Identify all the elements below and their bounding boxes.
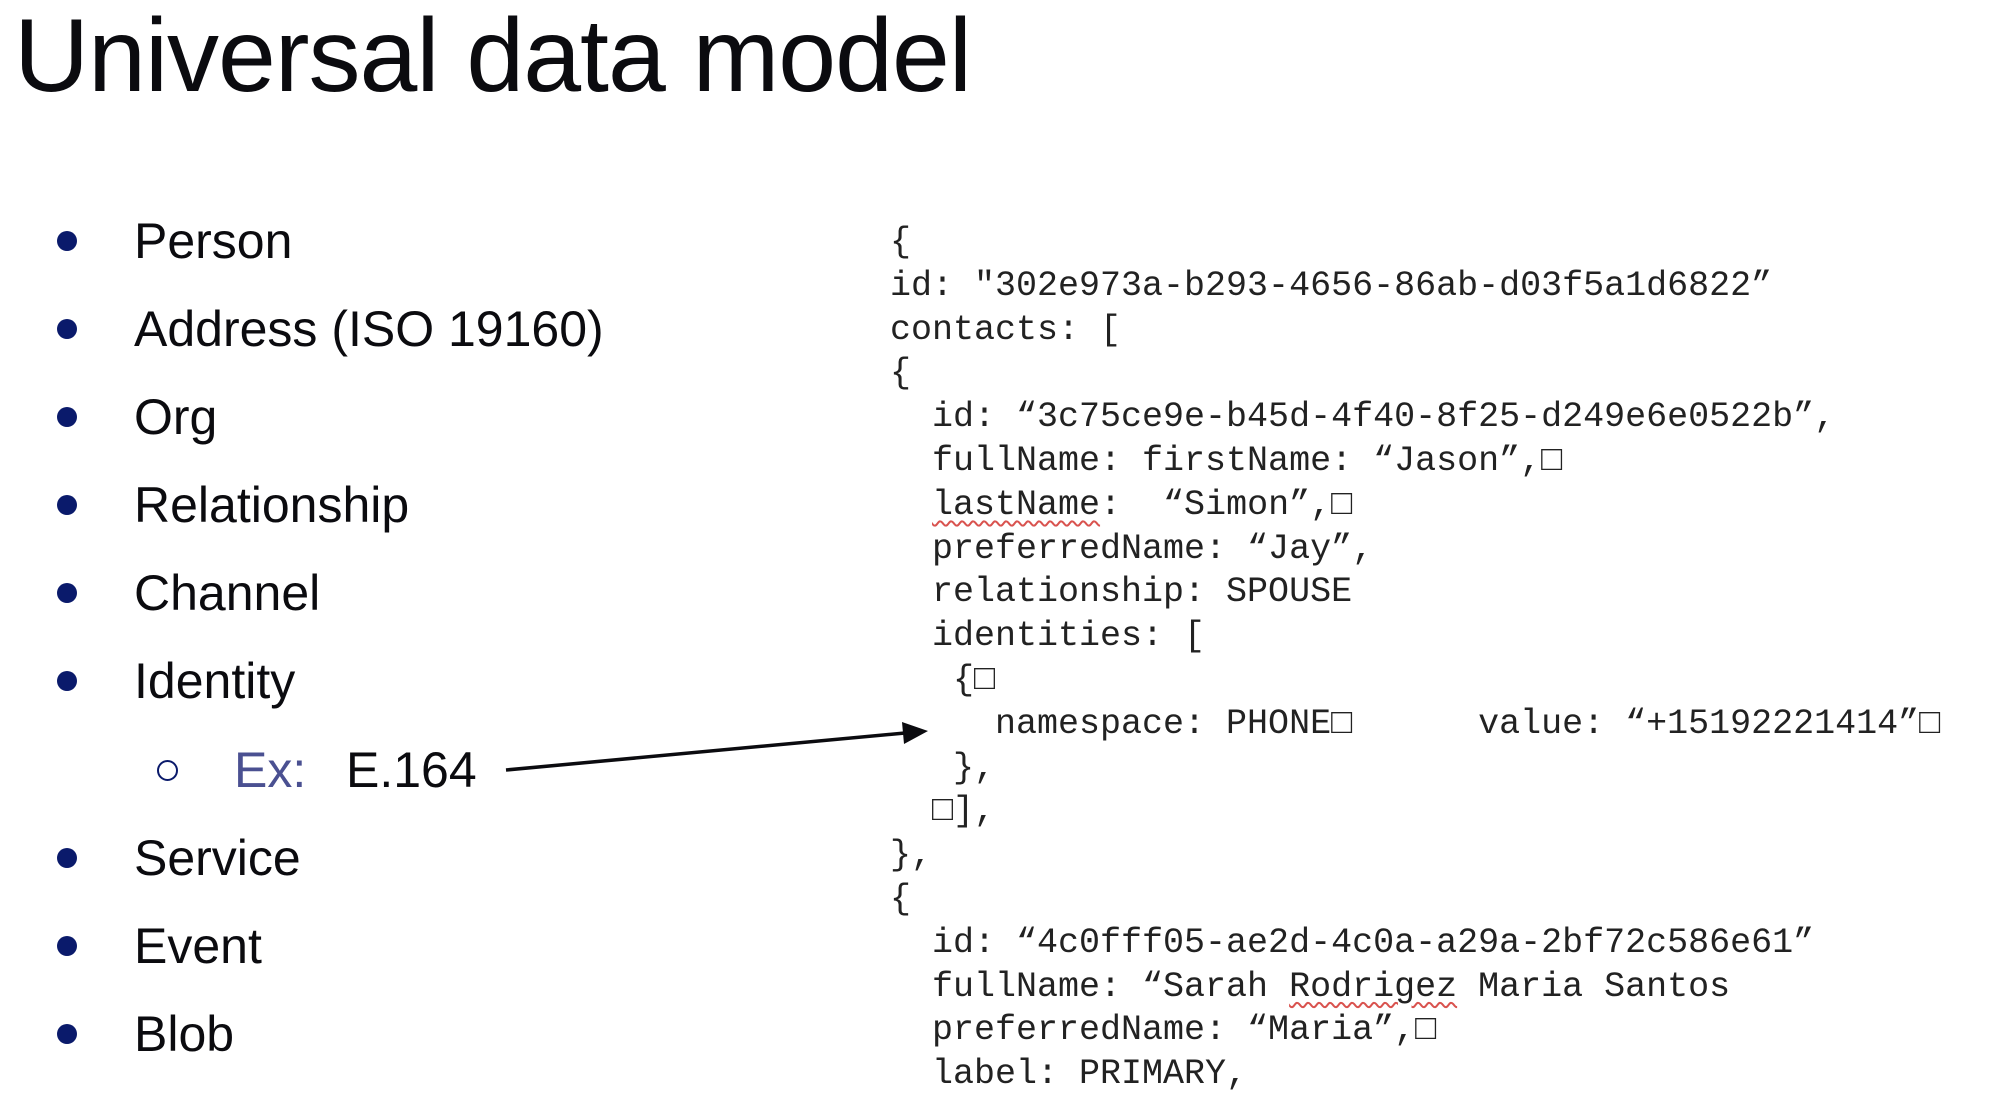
bullet-label: Address (ISO 19160) <box>134 301 604 357</box>
code-text: }, <box>890 747 996 788</box>
code-line: preferredName: “Maria”,□ <box>890 1009 1940 1053</box>
code-text: □], <box>890 791 996 832</box>
code-text: namespace: PHONE□ value: “+15192221414”□ <box>890 703 1941 744</box>
bullet-dot-icon <box>57 231 77 251</box>
bullet-dot-icon <box>57 936 77 956</box>
code-line: { <box>890 352 1940 396</box>
code-line: id: "302e973a-b293-4656-86ab-d03f5a1d682… <box>890 265 1940 309</box>
code-text: { <box>890 353 912 394</box>
code-text: fullName: “Sarah <box>890 966 1290 1007</box>
code-text: { <box>890 878 912 919</box>
code-line: fullName: firstName: “Jason”,□ <box>890 440 1940 484</box>
code-text: preferredName: “Jay”, <box>890 528 1374 569</box>
code-text: }, <box>890 835 933 876</box>
bullet-label: Org <box>134 389 218 445</box>
code-line: fullName: “Sarah Rodrigez Maria Santos <box>890 966 1940 1010</box>
code-text: {□ <box>890 659 996 700</box>
bullet-dot-icon <box>57 848 77 868</box>
code-line: preferredName: “Jay”, <box>890 528 1940 572</box>
code-text: : “Simon”,□ <box>1100 484 1353 525</box>
arrow-head <box>902 722 928 744</box>
spellcheck-flagged-word: Rodrigez <box>1289 966 1458 1007</box>
code-line: { <box>890 878 1940 922</box>
code-text: Maria Santos <box>1457 966 1731 1007</box>
arrow-line <box>505 731 906 772</box>
code-line: id: “4c0fff05-ae2d-4c0a-a29a-2bf72c586e6… <box>890 922 1940 966</box>
bullet-label: Channel <box>134 565 321 621</box>
bullet-dot-icon <box>57 1024 77 1044</box>
code-text: preferredName: “Maria”,□ <box>890 1010 1437 1051</box>
code-line: }, <box>890 834 1940 878</box>
bullet-dot-icon <box>57 671 77 691</box>
json-code-block: {id: "302e973a-b293-4656-86ab-d03f5a1d68… <box>890 221 1940 1097</box>
code-text: id: “3c75ce9e-b45d-4f40-8f25-d249e6e0522… <box>890 397 1836 438</box>
bullet-label: Blob <box>134 1006 235 1062</box>
bullet-dot-icon <box>57 495 77 515</box>
code-line: relationship: SPOUSE <box>890 571 1940 615</box>
code-line: id: “3c75ce9e-b45d-4f40-8f25-d249e6e0522… <box>890 396 1940 440</box>
bullet-label: Event <box>134 918 262 974</box>
sub-bullet-value: E.164 <box>346 742 477 798</box>
bullet-dot-icon <box>57 583 77 603</box>
code-text: id: “4c0fff05-ae2d-4c0a-a29a-2bf72c586e6… <box>890 922 1815 963</box>
code-line: {□ <box>890 659 1940 703</box>
bullet-dot-icon <box>57 319 77 339</box>
code-line: namespace: PHONE□ value: “+15192221414”□ <box>890 703 1940 747</box>
code-text: label: PRIMARY, <box>890 1054 1248 1095</box>
code-text: identities: [ <box>890 616 1206 657</box>
code-text: fullName: firstName: “Jason”,□ <box>890 440 1563 481</box>
code-line: identities: [ <box>890 615 1940 659</box>
bullet-label: Person <box>134 213 293 269</box>
bullet-dot-icon <box>57 407 77 427</box>
bullet-label: Service <box>134 830 301 886</box>
code-text: id: "302e973a-b293-4656-86ab-d03f5a1d682… <box>890 265 1773 306</box>
code-line: { <box>890 221 1940 265</box>
code-line: }, <box>890 747 1940 791</box>
code-text: { <box>890 222 912 262</box>
spellcheck-flagged-word: lastName <box>932 484 1101 525</box>
code-text: relationship: SPOUSE <box>890 572 1353 613</box>
slide-title: Universal data model <box>14 0 972 114</box>
bullet-label: Identity <box>134 653 296 709</box>
code-text: contacts: [ <box>890 309 1122 350</box>
code-line: label: PRIMARY, <box>890 1053 1940 1097</box>
code-text <box>890 485 932 525</box>
code-line: contacts: [ <box>890 309 1940 353</box>
sub-bullet-prefix: Ex: <box>234 742 307 798</box>
code-line: □], <box>890 790 1940 834</box>
hollow-circle-bullet-icon <box>157 759 178 781</box>
bullet-label: Relationship <box>134 477 410 533</box>
code-line: lastName: “Simon”,□ <box>890 484 1940 528</box>
